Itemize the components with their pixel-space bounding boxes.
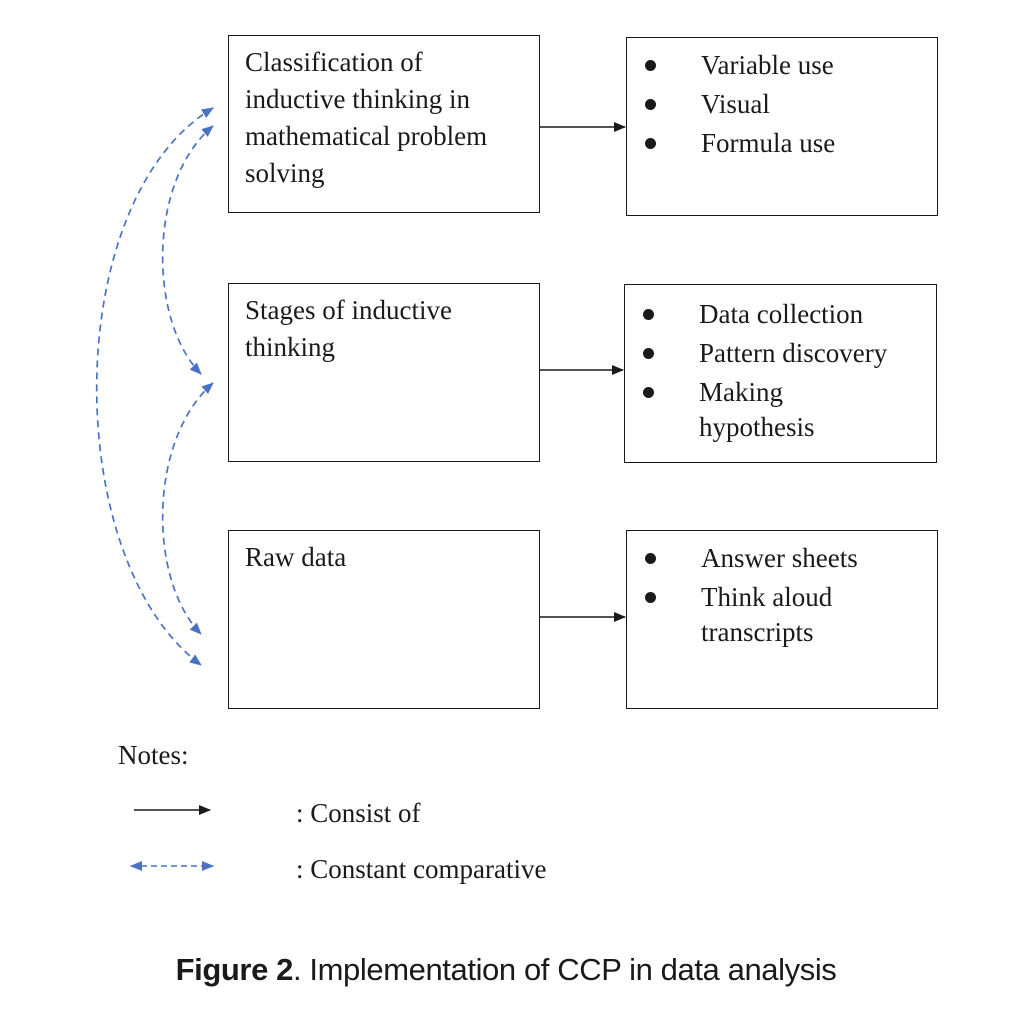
concept-box-raw-data: Raw data (228, 530, 540, 709)
bullet-icon (643, 348, 654, 359)
bullet-icon (645, 138, 656, 149)
concept-box-stages: Stages of inductive thinking (228, 283, 540, 462)
comparative-curve-row1-row2 (161, 125, 214, 375)
comparative-curve-row1-row3 (95, 107, 214, 666)
list-item: Data collection (643, 297, 928, 332)
bullet-icon (645, 592, 656, 603)
legend-consist-of: : Consist of (296, 798, 421, 828)
caption-text: . Implementation of CCP in data analysis (292, 952, 837, 987)
items-box-classification: Variable use Visual Formula use (626, 37, 938, 216)
items-box-raw-data: Answer sheets Think aloud transcripts (626, 530, 938, 709)
items-box-stages: Data collection Pattern discovery Making… (624, 284, 937, 463)
figure-label: Figure 2 (175, 952, 294, 987)
list-item: Visual (645, 87, 929, 122)
list-item: Variable use (645, 48, 929, 83)
list-item: Formula use (645, 126, 929, 161)
bullet-icon (645, 553, 656, 564)
figure-caption: Figure 2. Implementation of CCP in data … (0, 952, 1012, 988)
concept-label: Stages of inductive thinking (245, 295, 452, 362)
concept-box-classification: Classification of inductive thinking in … (228, 35, 540, 213)
notes-heading: Notes: (118, 740, 189, 770)
list-item: Think aloud transcripts (645, 580, 929, 650)
concept-label: Classification of inductive thinking in … (245, 47, 488, 188)
bullet-icon (645, 60, 656, 71)
bullet-icon (643, 387, 654, 398)
concept-label: Raw data (245, 542, 347, 572)
list-item: Answer sheets (645, 541, 929, 576)
bullet-icon (645, 99, 656, 110)
comparative-curve-row2-row3 (161, 382, 214, 635)
list-item: Making hypothesis (643, 375, 928, 445)
legend-constant-comparative: : Constant comparative (296, 854, 547, 884)
list-item: Pattern discovery (643, 336, 928, 371)
bullet-icon (643, 309, 654, 320)
